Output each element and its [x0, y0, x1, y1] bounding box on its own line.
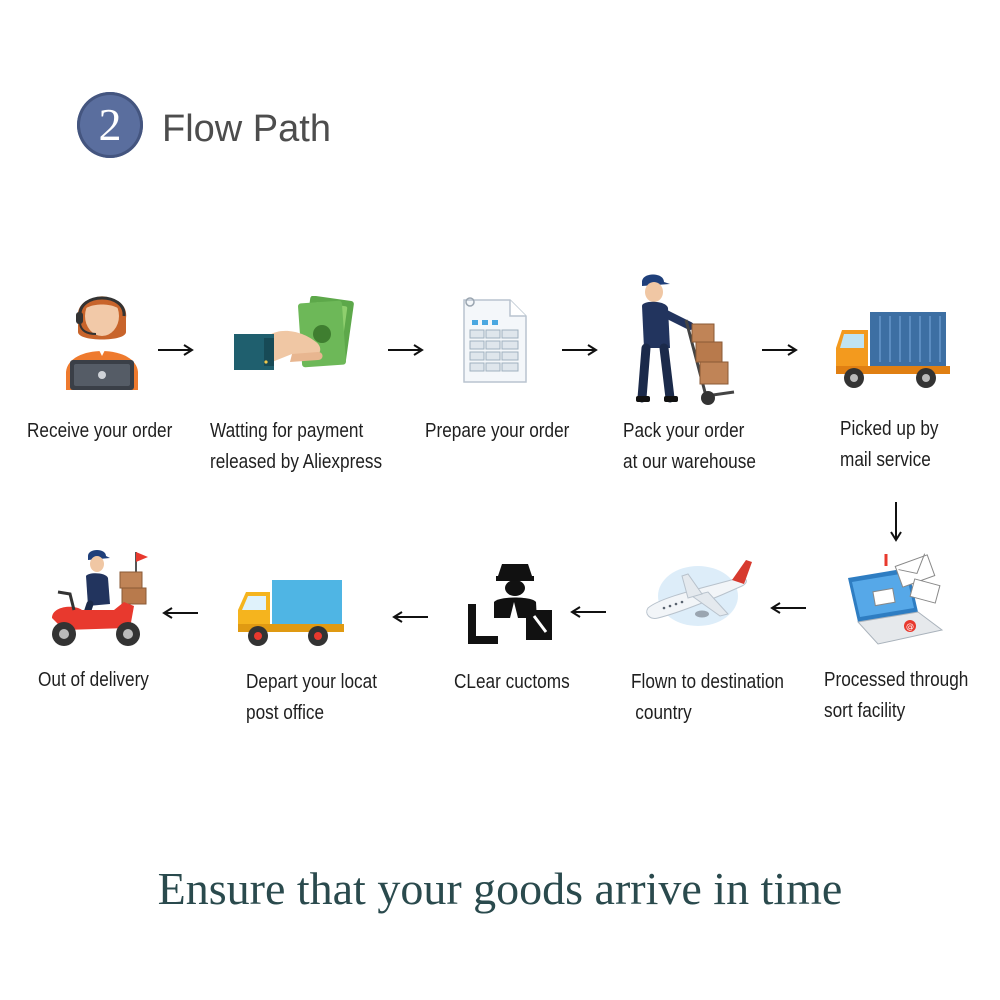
down-arrow-icon — [890, 502, 902, 542]
left-arrow-icon — [392, 611, 428, 623]
warehouse-worker-hand-truck-icon — [636, 274, 735, 405]
section-title: Flow Path — [162, 108, 331, 150]
left-arrow-icon — [162, 607, 198, 619]
step-label-prepare-order: Prepare your order — [425, 420, 570, 442]
order-form-document-icon — [463, 297, 527, 383]
laptop-mail-processing-icon: @ — [848, 553, 944, 645]
scooter-courier-icon — [52, 550, 148, 646]
customer-service-agent-icon — [66, 296, 138, 390]
airplane-icon — [646, 560, 752, 626]
right-arrow-icon — [388, 344, 424, 356]
svg-text:@: @ — [906, 622, 914, 631]
right-arrow-icon — [562, 344, 598, 356]
step-number-badge: 2 — [77, 92, 143, 158]
left-arrow-icon — [570, 606, 606, 618]
right-arrow-icon — [158, 344, 194, 356]
step-label-out-of-delivery: Out of delivery — [38, 669, 149, 691]
delivery-truck-icon — [836, 312, 950, 388]
customs-officer-icon — [468, 564, 556, 644]
step-label-clear-customs: CLear cuctoms — [454, 671, 570, 693]
tagline: Ensure that your goods arrive in time — [157, 863, 843, 914]
payment-hand-money-icon — [234, 296, 354, 370]
local-delivery-truck-icon — [238, 580, 344, 646]
step-label-receive-order: Receive your order — [27, 420, 173, 442]
left-arrow-icon — [770, 602, 806, 614]
right-arrow-icon — [762, 344, 798, 356]
